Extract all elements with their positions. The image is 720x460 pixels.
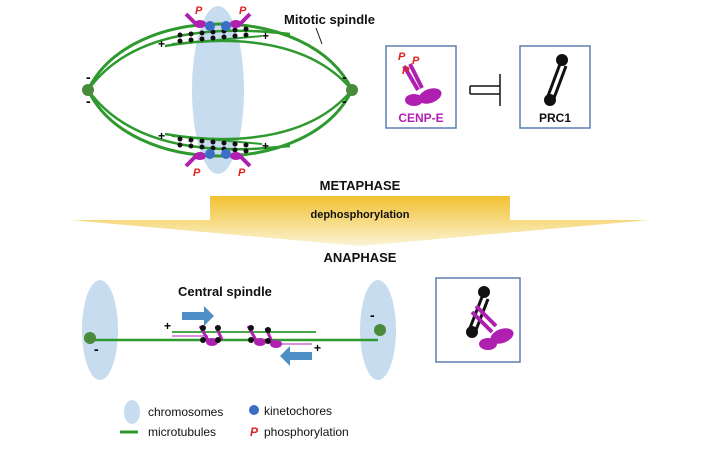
inhibition-symbol	[469, 74, 501, 106]
legend-kinetochore-swatch	[249, 405, 259, 415]
minus-sign: -	[342, 69, 347, 85]
minus-sign: -	[86, 69, 91, 85]
metaphase-chromosome	[192, 6, 244, 174]
phospho-mark: P	[239, 5, 247, 17]
dephosphorylation-label: dephosphorylation	[311, 209, 410, 221]
legend-phosphorylation: phosphorylation	[264, 425, 349, 439]
lower-overlap-crosslinks	[171, 135, 263, 154]
plus-sign: +	[158, 37, 165, 51]
spindle-microtubule	[86, 89, 354, 158]
plus-sign: +	[262, 29, 269, 43]
cenpe-box: P P P CENP-E	[385, 45, 457, 129]
prc1-cenpe-complex-box	[435, 277, 521, 363]
kinetochore-cenpe-top	[184, 12, 252, 31]
legend-kinetochores: kinetochores	[264, 404, 332, 418]
anaphase-spindle: - - + + Central s	[82, 280, 396, 380]
legend-microtubules: microtubules	[148, 425, 216, 439]
kinetochore-cenpe-bottom	[184, 149, 252, 168]
prc1-cenpe-complexes	[198, 325, 282, 348]
metaphase-label: METAPHASE	[320, 178, 401, 193]
phospho-mark: P	[412, 55, 420, 67]
sliding-arrow-left	[280, 346, 312, 366]
cenpe-label: CENP-E	[398, 111, 443, 125]
prc1-label: PRC1	[539, 111, 571, 125]
phospho-mark: P	[402, 65, 410, 77]
minus-sign: -	[86, 93, 91, 109]
spindle-pole-left	[84, 332, 96, 344]
minus-sign: -	[342, 93, 347, 109]
anaphase-chromosome-left	[82, 280, 118, 380]
minus-sign: -	[94, 341, 99, 357]
central-spindle-label: Central spindle	[178, 284, 272, 299]
legend: chromosomes kinetochores microtubules P …	[120, 400, 349, 439]
mitotic-spindle-label: Mitotic spindle	[284, 12, 375, 27]
metaphase-spindle: P P P P + + + + - - - - Mitotic spindle	[82, 5, 375, 179]
spindle-microtubule	[86, 29, 291, 91]
spindle-pole-right	[346, 84, 358, 96]
spindle-microtubule	[86, 22, 354, 91]
transition-arrow	[70, 196, 650, 246]
phospho-mark: P	[398, 51, 406, 63]
spindle-microtubule	[86, 89, 291, 151]
phospho-mark: P	[193, 167, 201, 179]
minus-sign: -	[370, 307, 375, 323]
plus-sign: +	[158, 129, 165, 143]
prc1-box: PRC1	[519, 45, 591, 129]
phospho-mark: P	[195, 5, 203, 17]
plus-sign: +	[164, 319, 171, 333]
legend-phospho-symbol: P	[250, 425, 259, 439]
phospho-mark: P	[238, 167, 246, 179]
sliding-arrow-right	[182, 306, 214, 326]
spindle-pole-left	[82, 84, 94, 96]
legend-chromosomes: chromosomes	[148, 405, 223, 419]
legend-chromosome-swatch	[124, 400, 140, 424]
mitotic-spindle-pointer	[315, 27, 323, 45]
plus-sign: +	[314, 341, 321, 355]
plus-sign: +	[262, 139, 269, 153]
spindle-pole-right	[374, 324, 386, 336]
anaphase-label: ANAPHASE	[324, 250, 397, 265]
